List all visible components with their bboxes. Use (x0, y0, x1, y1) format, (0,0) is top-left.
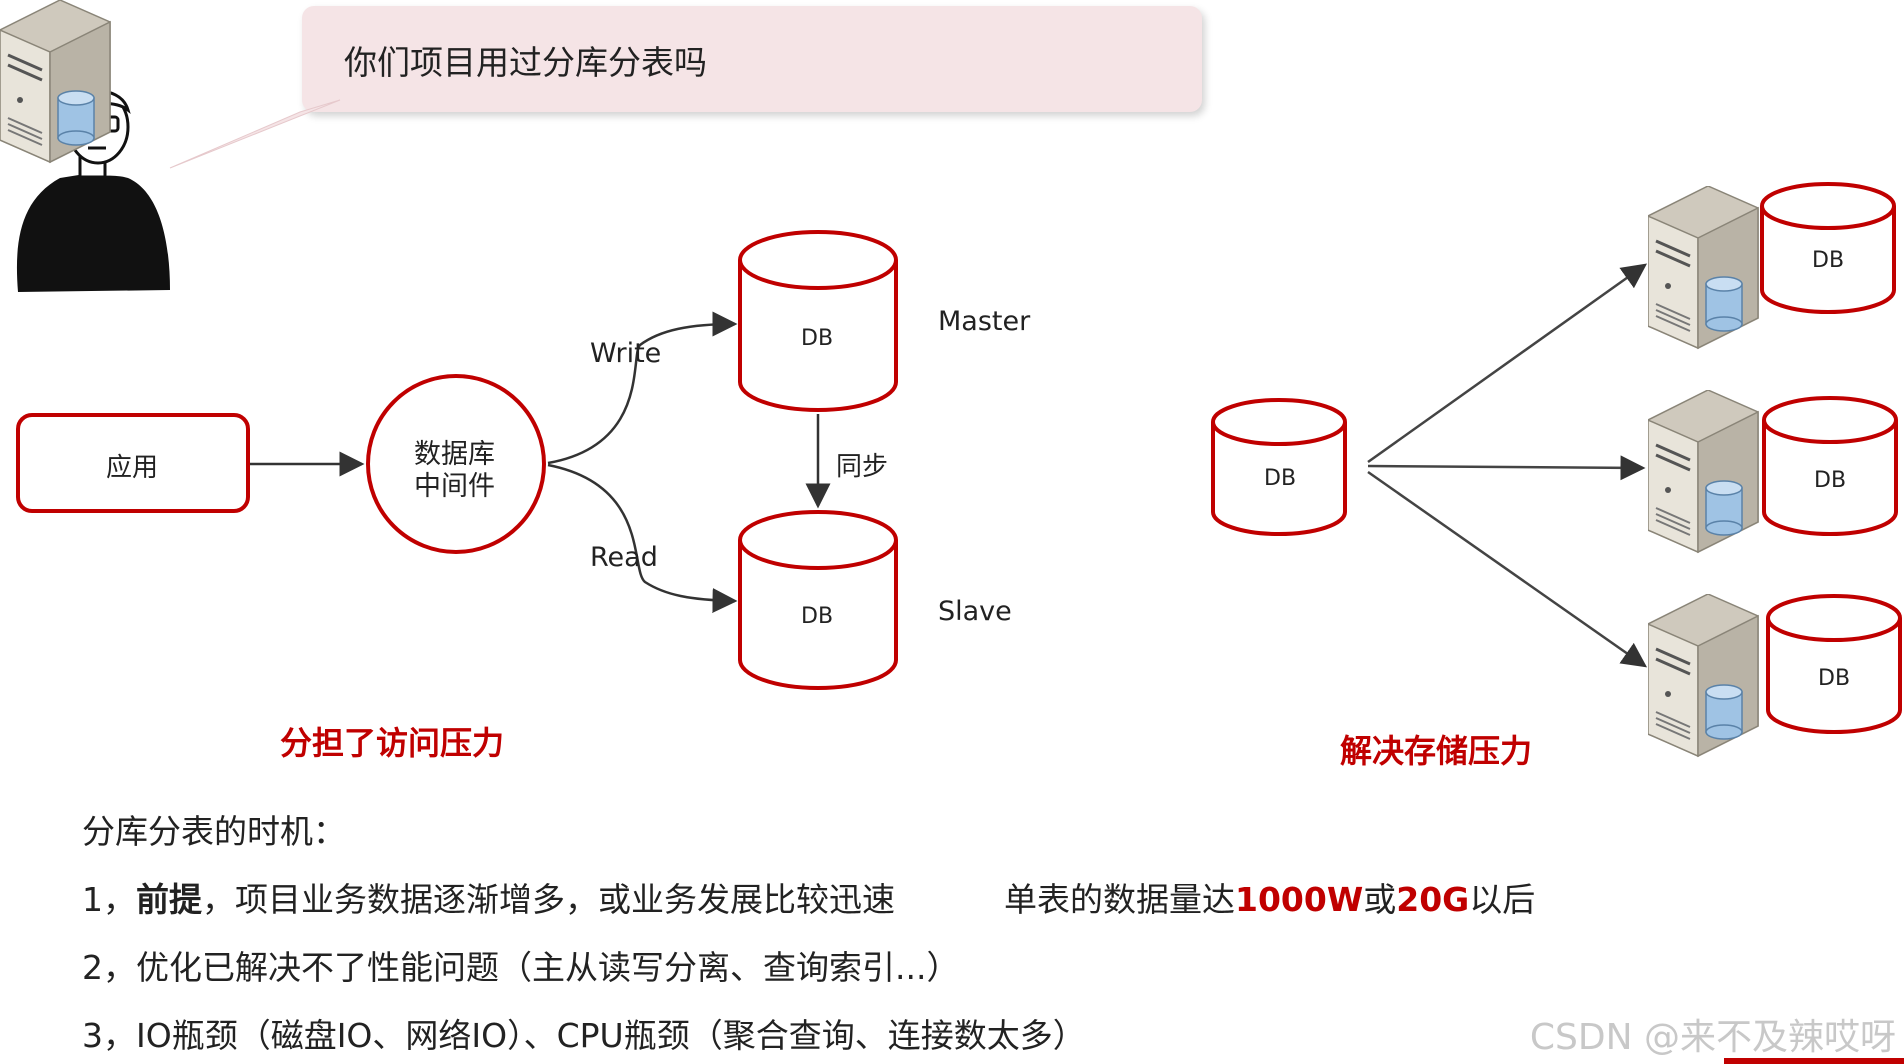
master-db-cylinder (738, 230, 898, 412)
sync-label: 同步 (836, 452, 889, 482)
question-text: 你们项目用过分库分表吗 (344, 43, 707, 82)
threshold-suffix: 以后 (1469, 880, 1536, 919)
threshold-prefix: 单表的数据量达 (1004, 880, 1235, 919)
shard-db-cylinder-1 (1760, 182, 1896, 314)
line1-prefix: 1， (82, 880, 136, 919)
shard-db-label-3: DB (1818, 666, 1851, 691)
read-label: Read (590, 542, 658, 573)
shard-arrow-3 (1367, 470, 1648, 668)
shard-db-label-1: DB (1812, 248, 1845, 273)
line1-rest: ，项目业务数据逐渐增多，或业务发展比较迅速 (202, 880, 895, 919)
notes-line-2: 2，优化已解决不了性能问题（主从读写分离、查询索引...） (82, 948, 960, 987)
app-box (16, 413, 250, 513)
source-db-cylinder (1211, 398, 1347, 536)
slave-db-cylinder (738, 510, 898, 690)
threshold-size: 20G (1396, 880, 1470, 919)
master-db-label: DB (801, 326, 834, 351)
notes-heading: 分库分表的时机： (82, 812, 346, 851)
middleware-label-line2: 中间件 (414, 471, 495, 502)
write-arrow (547, 311, 738, 465)
server-icon (0, 0, 111, 164)
middleware-circle (366, 374, 546, 554)
middleware-label-line1: 数据库 (414, 439, 495, 470)
corner-accent-bar (1724, 1058, 1904, 1064)
read-arrow (547, 463, 738, 613)
slave-label: Slave (938, 596, 1012, 627)
notes-line-3: 3，IO瓶颈（磁盘IO、网络IO）、CPU瓶颈（聚合查询、连接数太多） (82, 1016, 1086, 1055)
threshold-rows: 1000W (1235, 880, 1364, 919)
shard-arrow-2 (1367, 455, 1646, 481)
right-caption: 解决存储压力 (1340, 732, 1533, 770)
speech-bubble (302, 6, 1202, 112)
line1-bold: 前提 (136, 880, 202, 919)
shard-db-cylinder-3 (1766, 594, 1902, 734)
shard-db-label-2: DB (1814, 468, 1847, 493)
shard-db-cylinder-2 (1762, 396, 1898, 536)
write-label: Write (590, 338, 662, 369)
notes-line-1: 1，前提，项目业务数据逐渐增多，或业务发展比较迅速 (82, 873, 895, 921)
master-label: Master (938, 306, 1031, 337)
left-caption: 分担了访问压力 (280, 724, 505, 762)
watermark: CSDN @来不及辣哎呀 (1529, 1017, 1896, 1058)
shard-arrow-1 (1367, 263, 1648, 464)
notes-line-1-threshold: 单表的数据量达1000W或20G以后 (1004, 873, 1535, 921)
slave-db-label: DB (801, 604, 834, 629)
threshold-or: 或 (1363, 880, 1397, 919)
source-db-label: DB (1264, 466, 1297, 491)
app-label: 应用 (106, 453, 159, 483)
